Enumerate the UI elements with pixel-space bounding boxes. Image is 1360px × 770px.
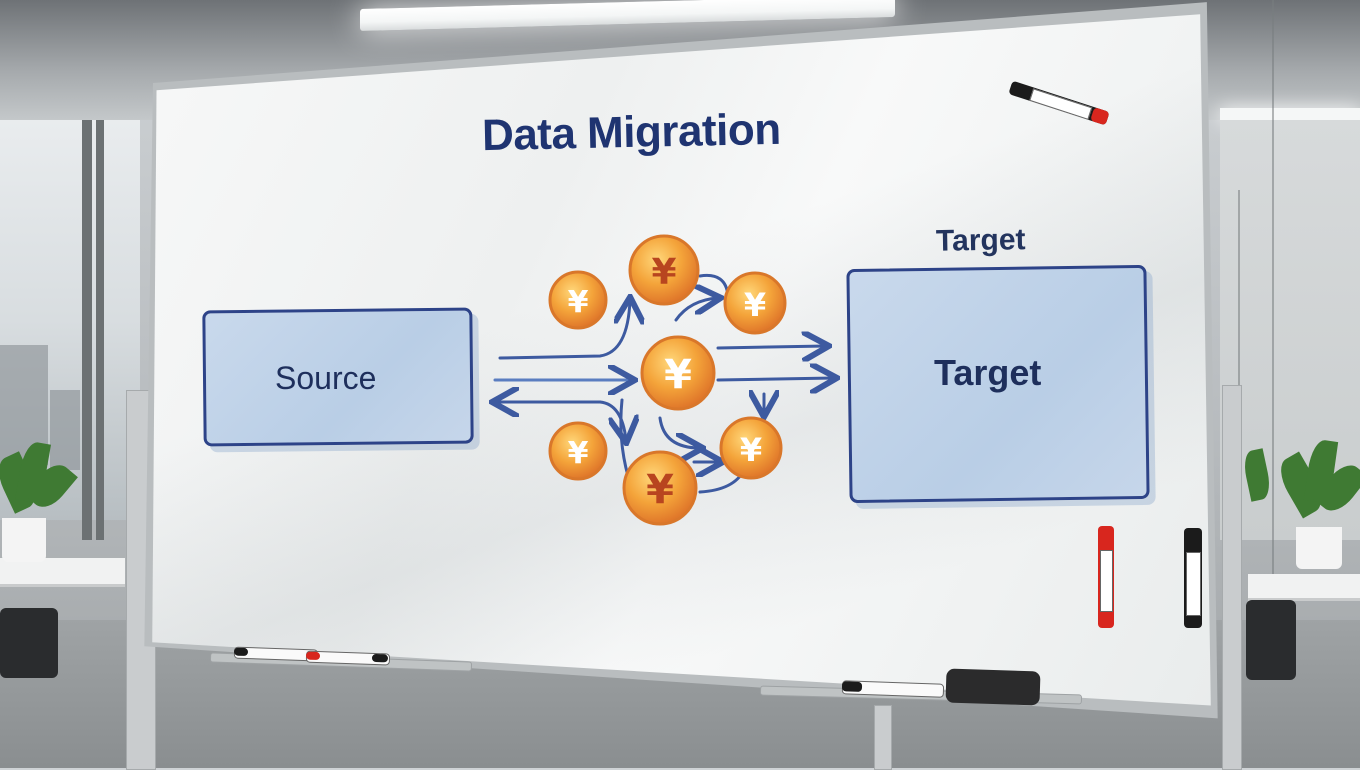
yen-coin-icon: ¥	[719, 416, 783, 480]
yen-coin-icon: ¥	[548, 270, 608, 330]
svg-text:¥: ¥	[646, 467, 674, 513]
svg-text:¥: ¥	[740, 431, 762, 469]
yen-coin-icon: ¥	[640, 335, 716, 411]
chair-icon	[1246, 600, 1296, 680]
source-label: Source	[275, 360, 377, 396]
window-mullion	[96, 120, 104, 540]
marker-icon[interactable]	[233, 646, 319, 662]
yen-coin-icon: ¥	[548, 421, 608, 481]
yen-coin-icon: ¥	[622, 450, 698, 526]
marker-icon[interactable]	[305, 650, 391, 666]
svg-text:¥: ¥	[664, 352, 692, 398]
svg-text:¥: ¥	[568, 285, 589, 320]
marker-icon[interactable]	[841, 680, 945, 698]
arrow-icon	[495, 273, 834, 494]
marker-icon[interactable]	[1098, 526, 1114, 628]
svg-text:¥: ¥	[568, 436, 589, 471]
desk	[1248, 574, 1360, 601]
city-building	[50, 390, 80, 470]
marker-icon[interactable]	[1184, 528, 1202, 628]
svg-text:¥: ¥	[651, 252, 676, 293]
chair-icon	[0, 608, 58, 678]
glass-edge	[1272, 0, 1274, 768]
ceiling-light-right	[1220, 108, 1360, 122]
target-label: Target	[934, 352, 1042, 393]
desk	[0, 558, 125, 587]
yen-coins: ¥ ¥ ¥ ¥ ¥ ¥ ¥	[548, 234, 787, 526]
window-mullion	[82, 120, 92, 540]
svg-text:¥: ¥	[744, 286, 766, 324]
yen-coin-icon: ¥	[723, 271, 787, 335]
yen-coin-icon: ¥	[628, 234, 700, 306]
eraser-icon[interactable]	[945, 668, 1041, 706]
